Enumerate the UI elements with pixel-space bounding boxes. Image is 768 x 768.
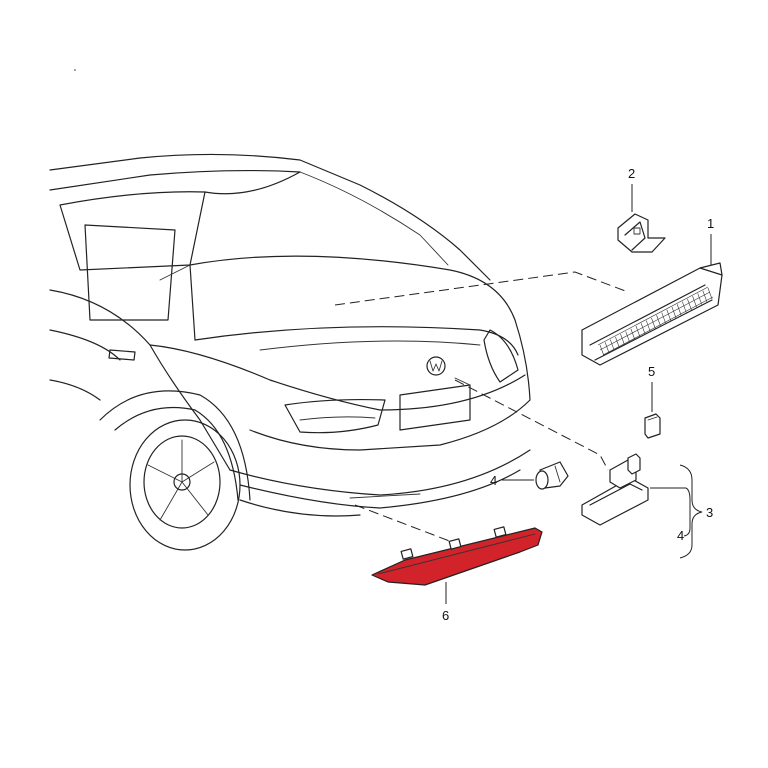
part-3-license-plate-light [581, 453, 649, 526]
lens-grid-tick [640, 323, 646, 335]
lens-grid-tick [702, 290, 708, 302]
callout-3-and-4-brackets: 3 4 [650, 464, 713, 559]
part-4-bulb [535, 461, 569, 490]
callout-5: 5 [648, 364, 655, 412]
lens-grid-tick [671, 306, 677, 319]
lens-grid-tick [610, 339, 615, 351]
lens-grid-tick [646, 320, 651, 332]
lens-grid-tick [630, 328, 636, 340]
lens-grid-tick [682, 301, 687, 313]
lens-grid-tick [656, 315, 661, 327]
callout-1: 1 [707, 216, 714, 265]
part-2-mounting-bracket [617, 213, 666, 253]
lens-grid-tick [651, 317, 656, 329]
callout-label-4-bulb: 4 [490, 473, 497, 488]
lens-grid-tick [599, 344, 605, 357]
callout-label-6: 6 [442, 608, 449, 623]
part-6-rear-reflector [371, 526, 543, 586]
dot-mark [74, 69, 76, 71]
lens-grid-tick [666, 309, 672, 321]
car-body-illustration [49, 153, 531, 551]
assembly-leader-lines [334, 271, 629, 546]
lens-grid-tick [687, 298, 692, 310]
callout-label-5: 5 [648, 364, 655, 379]
callout-label-3: 3 [706, 505, 713, 520]
callout-label-1: 1 [707, 216, 714, 231]
lens-grid-tick [620, 334, 625, 346]
lens-grid-tick [692, 296, 697, 308]
lens-grid-tick [615, 336, 620, 348]
callout-label-2: 2 [628, 166, 635, 181]
part-5-clip [644, 413, 661, 439]
callout-4-bulb: 4 [490, 473, 534, 488]
lens-grid-tick [697, 293, 702, 305]
callout-6: 6 [442, 582, 449, 623]
part-1-third-brake-light [581, 262, 723, 366]
lens-grid-tick [707, 287, 713, 300]
lens-grid-tick [635, 325, 641, 338]
lens-grid-tick [625, 331, 630, 343]
lens-grid-tick [676, 304, 682, 316]
lens-grid-tick [661, 312, 666, 324]
lens-grid-tick [604, 342, 610, 354]
callout-label-4-assembly: 4 [677, 528, 684, 543]
callout-2: 2 [628, 166, 635, 212]
